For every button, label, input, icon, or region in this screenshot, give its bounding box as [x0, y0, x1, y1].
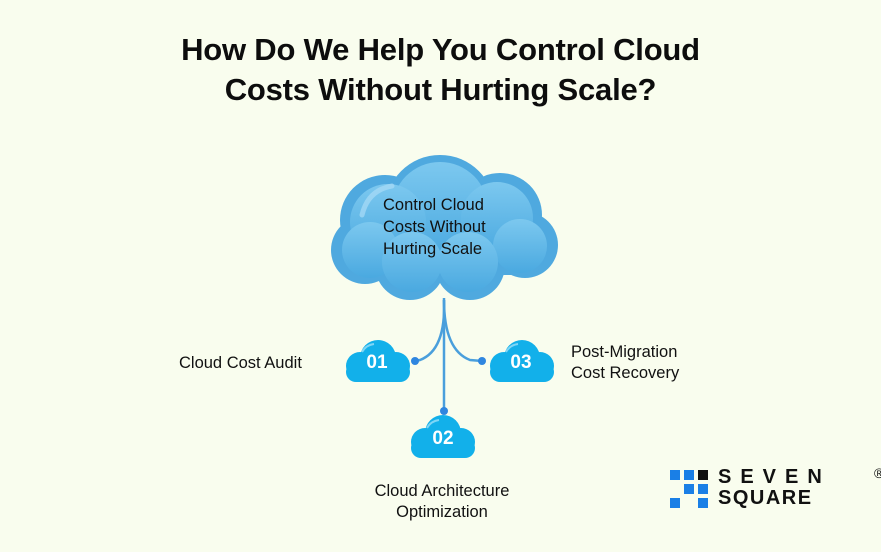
- cloud-icon-02: [411, 415, 475, 458]
- node-label-03: Post-Migration Cost Recovery: [571, 342, 679, 384]
- main-cloud-icon: [331, 155, 558, 300]
- logo-line-2: SQUARE: [718, 487, 813, 509]
- central-line-3: Hurting Scale: [383, 240, 483, 258]
- node-number-02: 02: [432, 428, 454, 449]
- logo-wordmark: SEVEN SQUARE ®: [718, 465, 881, 509]
- connector-dots: [411, 357, 486, 415]
- cloud-icon-01: [346, 340, 410, 382]
- central-node-label: Control Cloud Costs Without Hurting Scal…: [383, 194, 523, 260]
- node-01-line-1: Cloud Cost Audit: [179, 354, 302, 372]
- registered-mark: ®: [874, 465, 881, 481]
- title-line-2: Costs Without Hurting Scale?: [224, 72, 657, 107]
- central-line-1: Control Cloud: [383, 196, 484, 214]
- cloud-icon-03: [490, 340, 554, 382]
- logo-line-1: SEVEN: [718, 466, 831, 488]
- node-02-line-1: Cloud Architecture: [374, 482, 510, 500]
- node-label-01: Cloud Cost Audit: [179, 353, 302, 374]
- page-title: How Do We Help You Control Cloud Costs W…: [0, 30, 881, 110]
- title-line-1: How Do We Help You Control Cloud: [181, 32, 700, 67]
- logo-grid-icon: [670, 470, 710, 510]
- node-label-02: Cloud Architecture Optimization: [342, 481, 542, 523]
- node-02-line-2: Optimization: [396, 503, 488, 521]
- node-03-line-1: Post-Migration: [571, 343, 678, 361]
- node-03-line-2: Cost Recovery: [571, 364, 680, 382]
- node-number-01: 01: [366, 352, 388, 373]
- central-line-2: Costs Without: [383, 218, 486, 236]
- node-number-03: 03: [510, 352, 532, 373]
- connector-lines: [414, 298, 483, 410]
